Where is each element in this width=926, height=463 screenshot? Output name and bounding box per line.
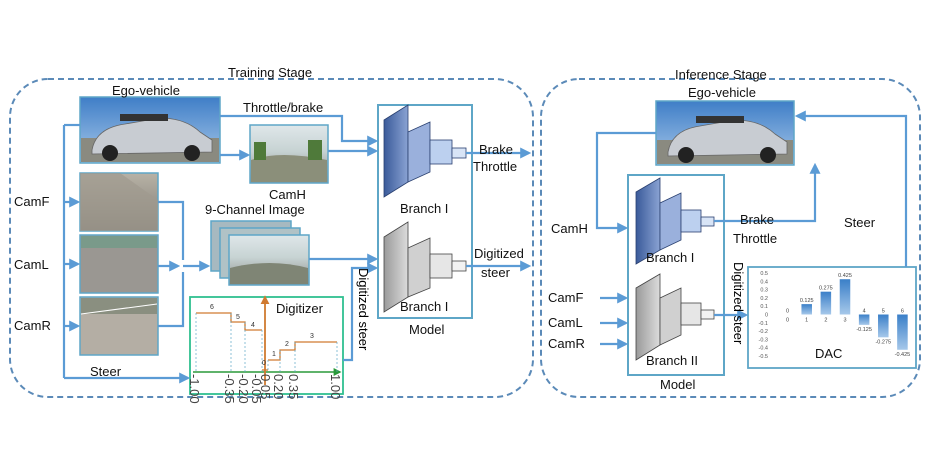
digitizer-tick: -1.00 [187,374,202,404]
training-camr-label: CamR [14,318,51,333]
dac-ytick-label: -0.5 [759,354,768,360]
training-model-box [377,104,473,319]
step-label: 0 [262,360,266,367]
training-branch-bottom-network [383,221,467,313]
training-throttle-label: Throttle [473,159,518,174]
step-label: 4 [251,322,255,329]
dac-category-label: 3 [843,318,846,324]
training-steer-label: Steer [90,364,122,379]
dac-ytick-label: -0.2 [759,329,768,335]
inference-arrows [595,110,908,350]
dac-category-label: 1 [805,318,808,324]
dac-value-label: 0 [786,309,789,315]
nine-channel-image-stack [210,220,310,286]
dac-category-label: 6 [901,309,904,315]
dac-value-label: -0.125 [856,327,872,333]
dac-bar [801,304,812,315]
inference-stage-title: Inference Stage [675,67,767,82]
inference-throttle-label: Throttle [733,231,778,246]
training-steer-out-label: steer [481,265,510,280]
training-branch-top-label: Branch I [400,201,449,216]
inference-caml-label: CamL [548,315,583,330]
caml-photo [79,234,159,294]
training-digitized-steer-label: Digitized steer [356,268,371,351]
inference-branch-bottom-network [635,273,715,361]
dac-value-label: 0.425 [838,273,852,279]
dac-ytick-label: 0.1 [760,304,768,310]
step-label: 3 [310,333,314,340]
dac-bar-chart: 0.5 0.4 0.3 0.2 0.1 0 -0.1 -0.2 -0.3 -0.4 -0.5 0 0 0.… [759,271,911,360]
dac-bar [839,279,851,315]
digitizer-tick: 1.00 [328,374,343,400]
training-digitized-label: Digitized [474,246,524,261]
ego-vehicle-photo-training [79,96,221,164]
dac-label: DAC [815,346,843,361]
dac-bar [858,314,870,325]
dac-value-label: -0.275 [875,339,891,345]
camr-photo [79,296,159,356]
dac-bar [878,314,889,338]
training-stage-title: Training Stage [228,65,313,80]
inference-camr-label: CamR [548,336,585,351]
dac-value-label: 0.275 [819,286,833,292]
digitizer-panel [189,295,344,395]
digitizer-tick: 0.20 [271,374,286,400]
inference-steer-label: Steer [844,215,876,230]
dac-value-label: -0.425 [895,352,911,358]
dac-category-label: 5 [882,309,885,315]
step-label: 6 [210,304,214,311]
training-branch-top-network [383,104,467,198]
throttle-brake-label: Throttle/brake [243,100,324,115]
training-camh-label: CamH [269,187,306,202]
training-branch-bottom-label: Branch I [400,299,449,314]
dac-ytick-label: 0 [765,313,768,319]
dac-category-label: 2 [824,318,827,324]
dac-bar [897,314,908,350]
dac-value-label: 0.125 [800,298,814,304]
inference-model-label: Model [660,377,696,392]
training-caml-label: CamL [14,257,49,272]
dac-ytick-label: 0.5 [760,271,768,277]
digitizer-tick: 0.35 [286,374,301,400]
step-label: 1 [272,351,276,358]
dac-bar [820,291,832,315]
dac-ytick-label: 0.4 [760,279,768,285]
nine-channel-label: 9-Channel Image [205,202,305,217]
dac-ytick-label: 0.2 [760,296,768,302]
inference-branch-bottom-label: Branch II [646,353,699,368]
ego-vehicle-photo-inference [655,100,795,166]
camf-photo [79,172,159,232]
dac-category-label: 4 [863,309,866,315]
inference-branch-top-network [635,177,715,265]
dac-ytick-label: 0.3 [760,288,768,294]
digitizer-title: Digitizer [276,301,323,316]
dac-ytick-label: -0.3 [759,337,768,343]
inference-stage-border [540,78,921,398]
training-stage-border [9,78,534,398]
training-model-label: Model [409,322,445,337]
camh-photo [249,124,329,184]
digitizer-tick: -0.35 [222,374,237,404]
inference-branch-top-label: Branch I [646,250,695,265]
training-camf-label: CamF [14,194,50,209]
inference-model-box [627,174,725,376]
inference-camf-label: CamF [548,290,584,305]
training-brake-label: Brake [479,142,513,157]
inference-camh-label: CamH [551,221,588,236]
step-label: 2 [285,341,289,348]
dac-ytick-label: -0.1 [759,321,768,327]
dac-ytick-label: -0.4 [759,346,768,352]
inference-ego-vehicle-label: Ego-vehicle [688,85,756,100]
inference-brake-label: Brake [740,212,774,227]
step-label: 5 [236,314,240,321]
inference-digitized-steer-label: Digitized steer [731,262,746,345]
dac-category-label: 0 [786,318,789,324]
training-arrows [62,114,532,384]
training-ego-vehicle-label: Ego-vehicle [112,83,180,98]
